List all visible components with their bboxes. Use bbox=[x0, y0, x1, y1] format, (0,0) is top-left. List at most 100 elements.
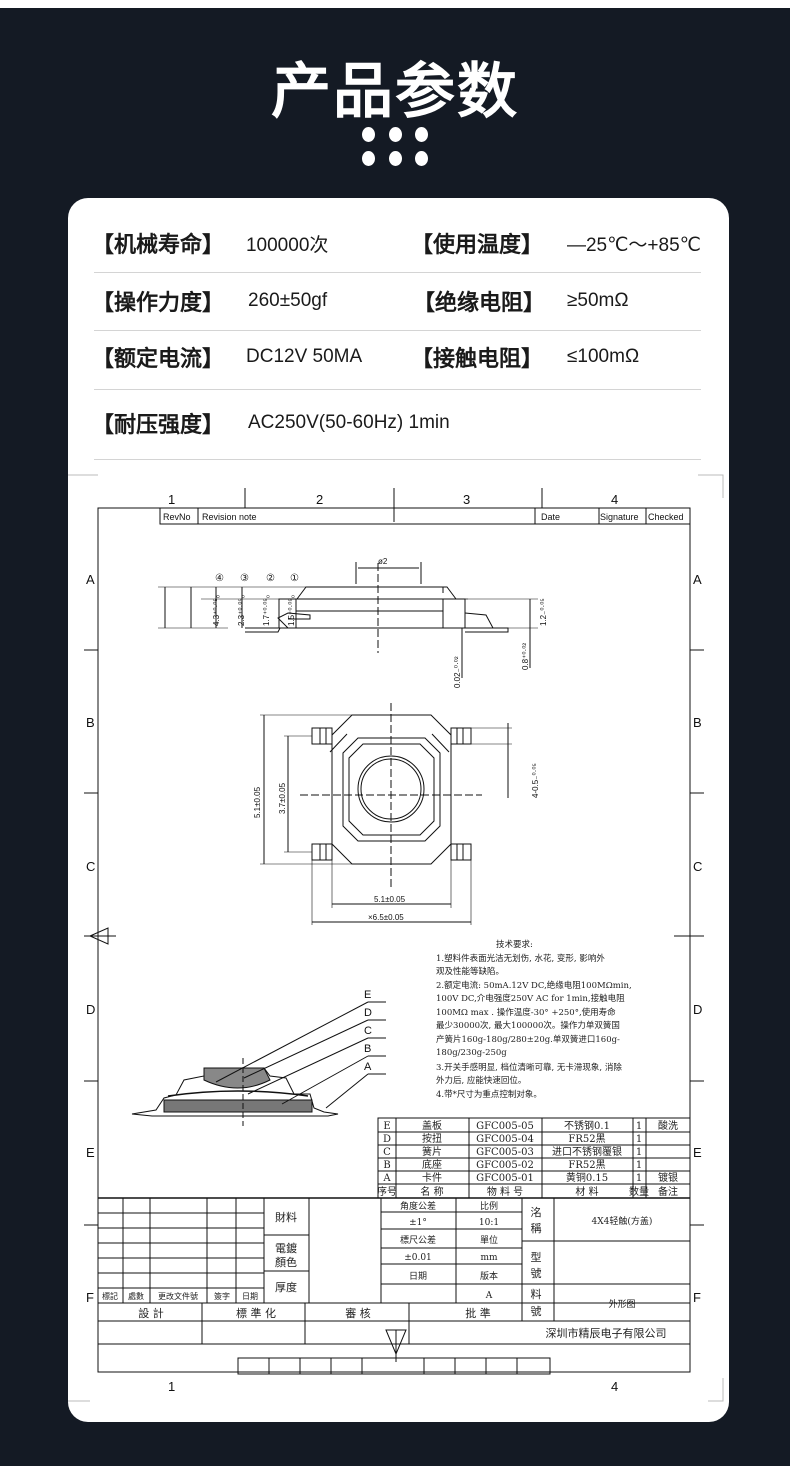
part-label: 號 bbox=[531, 1305, 542, 1318]
dim-text: 5.1±0.05 bbox=[253, 786, 262, 818]
section-label: A bbox=[364, 1061, 372, 1073]
dimension-marker: ④ bbox=[215, 573, 224, 584]
bom-cell: B bbox=[383, 1160, 390, 1171]
spec-label: 【接触电阻】 bbox=[411, 347, 544, 372]
zone-column-label: 1 bbox=[168, 1379, 175, 1394]
bom-header: 序号 bbox=[377, 1185, 397, 1198]
zone-row-label: A bbox=[693, 572, 702, 587]
zone-row-label: D bbox=[693, 1002, 702, 1017]
tech-requirements: 技术要求: 1.塑料件表面光洁无划伤, 水花, 变形, 影响外 观及性能等缺陷。… bbox=[436, 939, 632, 1100]
rev-no-header: RevNo bbox=[163, 512, 191, 522]
review-label: 審 核 bbox=[345, 1306, 371, 1320]
spec-label: 【额定电流】 bbox=[92, 347, 225, 372]
zone-column-label: 2 bbox=[316, 492, 323, 507]
bom-header: 名 称 bbox=[420, 1185, 443, 1198]
title-block-cell: 更改文件號 bbox=[158, 1291, 198, 1301]
divider bbox=[94, 459, 701, 460]
name-label: 稱 bbox=[531, 1222, 542, 1235]
spec-value: ≥50mΩ bbox=[567, 290, 629, 311]
section-label: B bbox=[364, 1043, 371, 1055]
dim-text: 3.7±0.05 bbox=[278, 782, 287, 814]
tech-req-line: 180g/230g-250g bbox=[436, 1048, 507, 1058]
model-label: 型 bbox=[531, 1250, 542, 1264]
spec-row: 【操作力度】 260±50gf 【绝缘电阻】 ≥50mΩ bbox=[92, 272, 701, 330]
zone-column-label: 4 bbox=[611, 1379, 618, 1394]
angle-tolerance-value: ±1° bbox=[409, 1218, 427, 1228]
scale-label: 比例 bbox=[480, 1200, 498, 1212]
bom-cell: 不锈钢0.1 bbox=[564, 1119, 610, 1132]
signature-header: Signature bbox=[600, 512, 639, 522]
bom-header: 物 料 号 bbox=[487, 1185, 523, 1198]
title-block-cell: 簽字 bbox=[214, 1291, 230, 1301]
spec-row: 【耐压强度】 AC250V(50-60Hz) 1min bbox=[92, 394, 701, 452]
bom-cell: 1 bbox=[636, 1121, 642, 1132]
model-label: 號 bbox=[531, 1267, 542, 1280]
part-name-value: 4X4轻触(方盖) bbox=[592, 1215, 653, 1227]
spec-value: AC250V(50-60Hz) 1min bbox=[248, 412, 450, 433]
page-title: 产品参数 bbox=[271, 57, 519, 127]
bom-cell: GFC005-05 bbox=[476, 1121, 534, 1132]
spec-row: 【额定电流】 DC12V 50MA 【接触电阻】 ≤100mΩ bbox=[92, 328, 701, 386]
tech-req-line: 3.开关手感明显, 档位清晰可靠, 无卡滞现象, 消除 bbox=[436, 1062, 622, 1073]
checked-header: Checked bbox=[648, 512, 684, 522]
approval-row: 設 計 標 準 化 審 核 批 準 深圳市精辰电子有限公司 bbox=[138, 1306, 666, 1340]
tech-req-line: 观及性能等缺陷。 bbox=[436, 966, 504, 977]
spec-label: 【耐压强度】 bbox=[92, 413, 225, 438]
bom-cell: 卡件 bbox=[422, 1171, 442, 1184]
tech-req-line: 100V DC,介电强度250V AC for 1min,接触电阻 bbox=[436, 993, 625, 1004]
zone-row-label: A bbox=[86, 572, 95, 587]
zone-row-label: C bbox=[693, 859, 702, 874]
design-label: 設 計 bbox=[138, 1306, 164, 1320]
dim-text: ×6.5±0.05 bbox=[368, 913, 404, 922]
zone-column-label: 1 bbox=[168, 492, 175, 507]
bom-cell: 黄铜0.15 bbox=[566, 1171, 608, 1184]
bom-cell: 酸洗 bbox=[658, 1119, 678, 1132]
dim-tolerance-value: ±0.01 bbox=[404, 1253, 432, 1263]
technical-drawing: 1 2 3 4 1 4 A A B B C C D D E E F F RevN… bbox=[68, 474, 724, 1402]
section-label: E bbox=[364, 989, 371, 1001]
bom-cell: GFC005-03 bbox=[476, 1147, 534, 1158]
zone-row-label: E bbox=[86, 1145, 95, 1160]
zone-row-label: E bbox=[693, 1145, 702, 1160]
dim-text: 1.5⁺⁰·⁰⁵₀ bbox=[287, 595, 296, 626]
dim-tolerance-label: 標尺公差 bbox=[400, 1234, 436, 1246]
angle-tolerance-label: 角度公差 bbox=[400, 1200, 436, 1212]
part-number-value: 外形图 bbox=[608, 1298, 635, 1310]
spec-value: DC12V 50MA bbox=[246, 346, 363, 367]
zone-row-label: D bbox=[86, 1002, 95, 1017]
spec-label: 【机械寿命】 bbox=[92, 233, 225, 258]
unit-label: 單位 bbox=[480, 1234, 498, 1246]
bom-cell: GFC005-01 bbox=[476, 1173, 534, 1184]
spec-row: 【机械寿命】 100000次 【使用温度】 —25℃～+85℃ bbox=[92, 214, 701, 272]
bom-cell: A bbox=[382, 1173, 391, 1184]
scale-value: 10:1 bbox=[479, 1218, 499, 1228]
bom-cell: 底座 bbox=[422, 1158, 442, 1171]
zone-row-label: C bbox=[86, 859, 95, 874]
date-header: Date bbox=[541, 512, 560, 522]
dimension-marker: ③ bbox=[240, 573, 249, 584]
dimension-marker: ① bbox=[290, 573, 299, 584]
bom-cell: 盖板 bbox=[422, 1119, 442, 1132]
spec-value: 100000次 bbox=[245, 234, 329, 256]
bom-header: 备注 bbox=[658, 1185, 678, 1198]
title-block-values: 角度公差 ±1° 比例 10:1 標尺公差 ±0.01 單位 mm 日期 版本 … bbox=[400, 1200, 652, 1310]
bom-table: E 盖板 GFC005-05 不锈钢0.1 1 酸洗 D 按扭 GFC005-0… bbox=[377, 1119, 678, 1198]
bom-header: 材 料 bbox=[575, 1185, 598, 1198]
decorative-dots-top bbox=[362, 127, 428, 142]
dim-text: 0.02₋⁰·⁰² bbox=[453, 656, 462, 688]
bom-cell: E bbox=[383, 1121, 390, 1132]
bom-cell: 1 bbox=[636, 1173, 642, 1184]
name-label: 洺 bbox=[531, 1205, 542, 1219]
title-block-cell: 標記 bbox=[102, 1291, 118, 1301]
revision-note-header: Revision note bbox=[202, 512, 257, 522]
spec-card: 【机械寿命】 100000次 【使用温度】 —25℃～+85℃ 【操作力度】 2… bbox=[68, 198, 729, 1422]
bom-cell: FR52黑 bbox=[568, 1133, 605, 1145]
bom-cell: D bbox=[383, 1134, 391, 1145]
title-block: 標記 處數 更改文件號 簽字 日期 bbox=[102, 1291, 258, 1301]
bom-cell: 按扭 bbox=[422, 1132, 442, 1145]
dim-text: 1.7⁺⁰·⁰⁵₀ bbox=[262, 595, 271, 626]
tech-req-line: 外力后, 应能快速回位。 bbox=[436, 1075, 526, 1086]
zone-row-label: B bbox=[693, 715, 702, 730]
zone-row-label: F bbox=[86, 1290, 94, 1305]
section-label: C bbox=[364, 1025, 372, 1037]
